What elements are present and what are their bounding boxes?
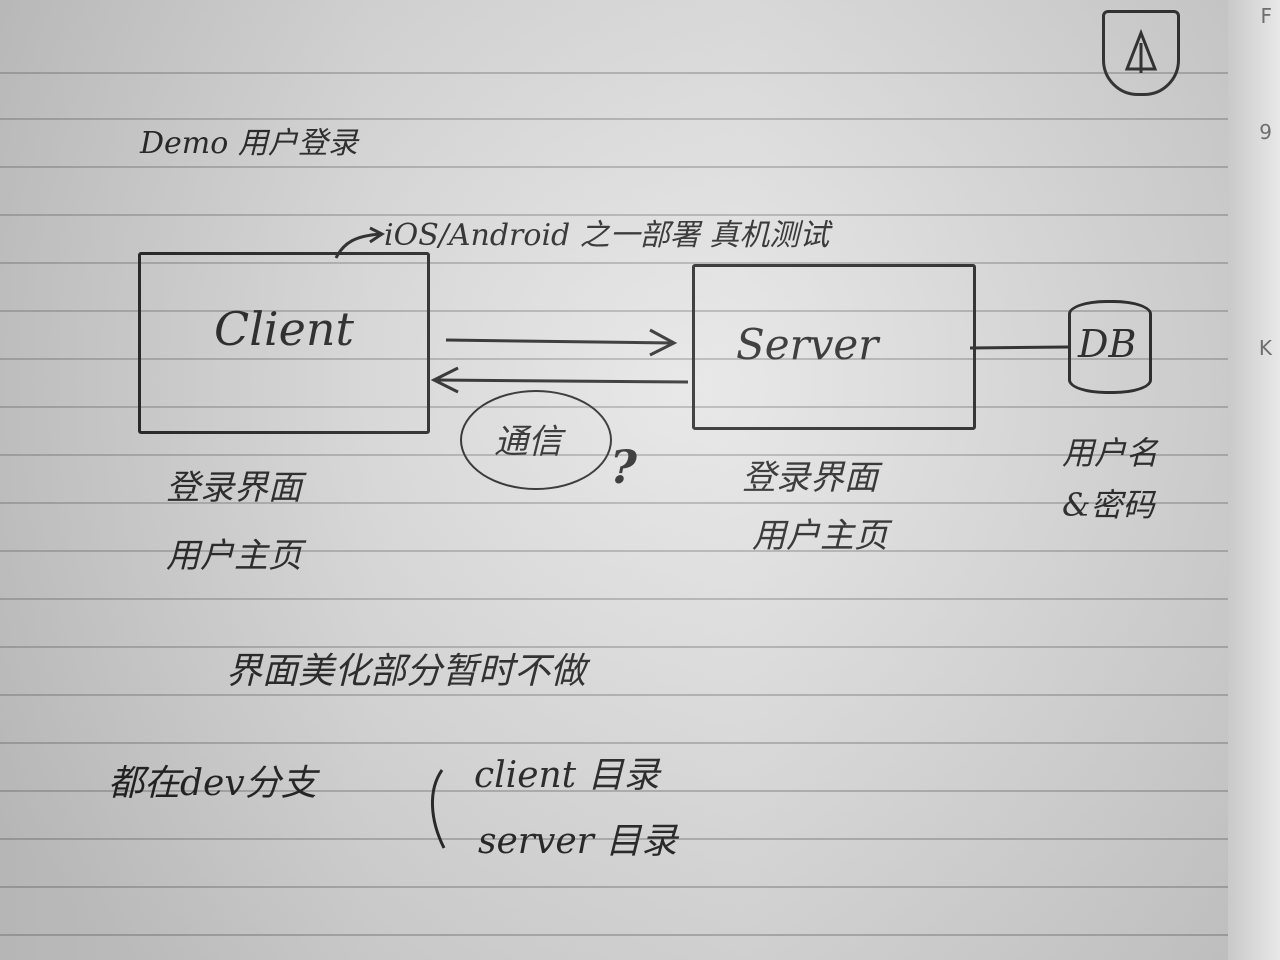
ui-note: 界面美化部分暂时不做 xyxy=(226,651,587,692)
notebook-page: Demo 用户登录 iOS/Android 之一部署 真机测试 Client S… xyxy=(0,0,1240,960)
note-pointer-arrow xyxy=(334,232,381,259)
communication-circle xyxy=(460,390,612,490)
key-9: 9 xyxy=(1259,120,1272,144)
ruled-line xyxy=(0,934,1240,936)
ruled-line xyxy=(0,502,1240,504)
db-label: DB xyxy=(1078,322,1137,366)
ruled-line xyxy=(0,598,1240,600)
ruled-line xyxy=(0,646,1240,648)
server-label: Server xyxy=(736,320,879,369)
client-label: Client xyxy=(214,302,354,356)
db-field-username: 用户名 xyxy=(1062,434,1159,472)
ruled-line xyxy=(0,358,1240,360)
client-directory: client 目录 xyxy=(474,755,660,796)
ruled-line xyxy=(0,262,1240,264)
ruled-line xyxy=(0,310,1240,312)
ruled-line xyxy=(0,550,1240,552)
note-pointer-arrowhead xyxy=(369,226,385,244)
ruled-line xyxy=(0,166,1240,168)
ruled-line xyxy=(0,790,1240,792)
client-feature-home: 用户主页 xyxy=(166,536,302,576)
laptop-keyboard-edge: F 9 K xyxy=(1228,0,1280,960)
platform-note: iOS/Android 之一部署 真机测试 xyxy=(384,218,830,253)
diagram-connectors xyxy=(334,226,1069,849)
server-feature-home: 用户主页 xyxy=(752,516,888,556)
response-arrowhead xyxy=(430,366,459,394)
server-db-link xyxy=(969,345,1069,350)
ruled-line xyxy=(0,886,1240,888)
diagram-heading: Demo 用户登录 xyxy=(140,126,358,161)
database-cylinder xyxy=(1068,300,1152,394)
client-box xyxy=(138,252,430,434)
directory-bracket xyxy=(431,769,446,849)
key-f: F xyxy=(1260,4,1272,28)
key-k: K xyxy=(1258,336,1272,360)
question-mark: ? xyxy=(610,440,637,494)
university-seal-icon xyxy=(1102,10,1180,96)
request-arrow xyxy=(445,338,673,345)
response-arrow xyxy=(435,378,689,384)
branch-note: 都在dev分支 xyxy=(108,763,317,804)
ruled-line xyxy=(0,838,1240,840)
ruled-line xyxy=(0,118,1240,120)
server-directory: server 目录 xyxy=(478,821,678,862)
server-feature-login: 登录界面 xyxy=(742,458,878,498)
ruled-line xyxy=(0,72,1240,74)
ruled-line xyxy=(0,214,1240,216)
communication-label: 通信 xyxy=(494,422,562,462)
ruled-line xyxy=(0,742,1240,744)
request-arrowhead xyxy=(649,328,678,357)
db-field-password: &密码 xyxy=(1062,486,1155,524)
ruled-line xyxy=(0,406,1240,408)
ruled-line xyxy=(0,694,1240,696)
client-feature-login: 登录界面 xyxy=(166,468,302,508)
ruled-line xyxy=(0,454,1240,456)
